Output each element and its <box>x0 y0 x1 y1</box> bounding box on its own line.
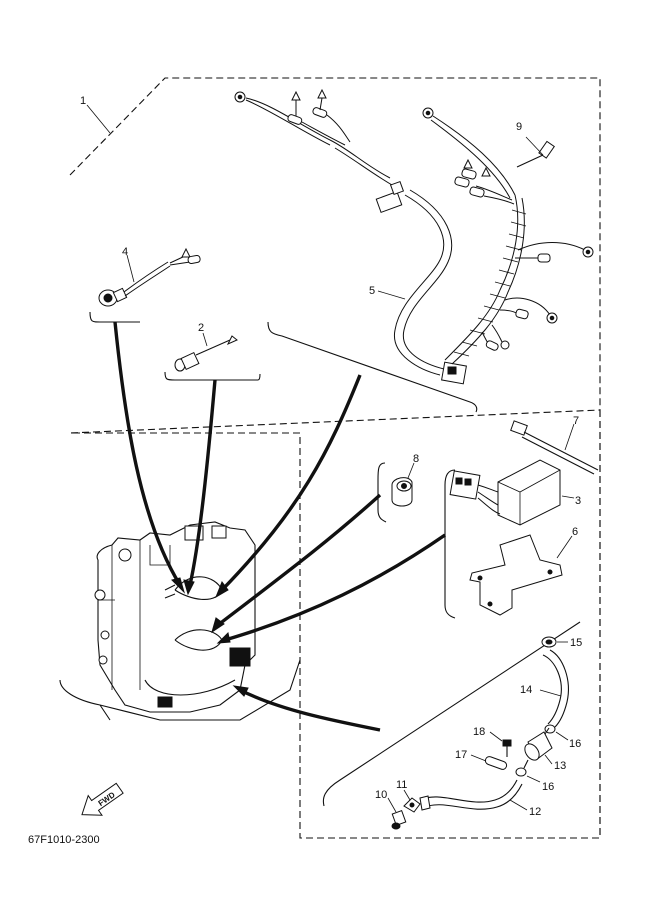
long-cable-tie-part <box>510 420 599 475</box>
bracket-fuel <box>322 621 581 807</box>
leader-2 <box>202 332 208 347</box>
callout-12: 12 <box>529 806 541 818</box>
leader-13 <box>544 754 553 765</box>
bracket-8 <box>377 462 387 523</box>
callout-6: 6 <box>572 526 578 538</box>
sensor-cord-part <box>98 247 201 307</box>
callout-15: 15 <box>570 637 582 649</box>
bracket-5 <box>267 321 478 413</box>
leader-16a <box>555 731 569 741</box>
callout-labels: 1 2 3 4 5 6 7 8 9 10 11 12 13 14 15 16 1… <box>80 95 582 818</box>
leader-18 <box>489 731 503 742</box>
drawing-code: 67F1010-2300 <box>28 834 100 846</box>
fitting-10-part <box>391 810 407 830</box>
leader-4 <box>126 254 135 283</box>
assembly-1-outline <box>69 77 601 839</box>
leader-17 <box>470 754 487 762</box>
clip-11-part <box>403 797 421 813</box>
clamp-part <box>391 477 413 507</box>
bracket-2 <box>164 371 261 381</box>
leader-14 <box>539 689 562 697</box>
engine-block <box>59 521 301 721</box>
leader-7 <box>564 423 575 451</box>
leader-11 <box>403 789 411 801</box>
clip-15-part <box>541 636 557 648</box>
leader-16b <box>526 775 541 783</box>
leader-5 <box>377 290 406 300</box>
callout-13: 13 <box>554 760 566 772</box>
leader-10 <box>387 797 397 813</box>
callout-4: 4 <box>122 246 128 258</box>
callout-7: 7 <box>573 415 579 427</box>
screw-18-part <box>502 739 512 757</box>
bracket-3-6 <box>444 469 456 619</box>
callout-9: 9 <box>516 121 522 133</box>
callout-14: 14 <box>520 684 532 696</box>
cable-tie-part <box>516 136 555 168</box>
hose-14-part <box>542 649 569 728</box>
callout-16a: 16 <box>569 738 581 750</box>
callout-17: 17 <box>455 749 467 761</box>
hose-12-part <box>419 779 523 811</box>
assembly-arrows <box>113 321 446 732</box>
switch-part <box>174 335 238 372</box>
callout-2: 2 <box>198 322 204 334</box>
callout-16b: 16 <box>542 781 554 793</box>
fwd-arrow-icon: FWD <box>81 782 124 816</box>
cdi-unit-part <box>449 459 561 526</box>
wire-harness-part <box>234 88 594 385</box>
leader-12 <box>509 799 528 811</box>
leader-6 <box>556 535 573 559</box>
mounting-bracket-part <box>469 534 563 616</box>
callout-8: 8 <box>413 453 419 465</box>
callout-5: 5 <box>369 285 375 297</box>
callout-1: 1 <box>80 95 86 107</box>
collar-17-part <box>484 756 508 770</box>
bracket-4 <box>89 311 140 323</box>
callout-18: 18 <box>473 726 485 738</box>
leader-1 <box>86 104 111 134</box>
fuel-filter-part <box>523 727 553 769</box>
leader-3 <box>561 495 575 499</box>
leader-8 <box>407 462 415 479</box>
callout-3: 3 <box>575 495 581 507</box>
callout-10: 10 <box>375 789 387 801</box>
callout-11: 11 <box>396 779 407 791</box>
